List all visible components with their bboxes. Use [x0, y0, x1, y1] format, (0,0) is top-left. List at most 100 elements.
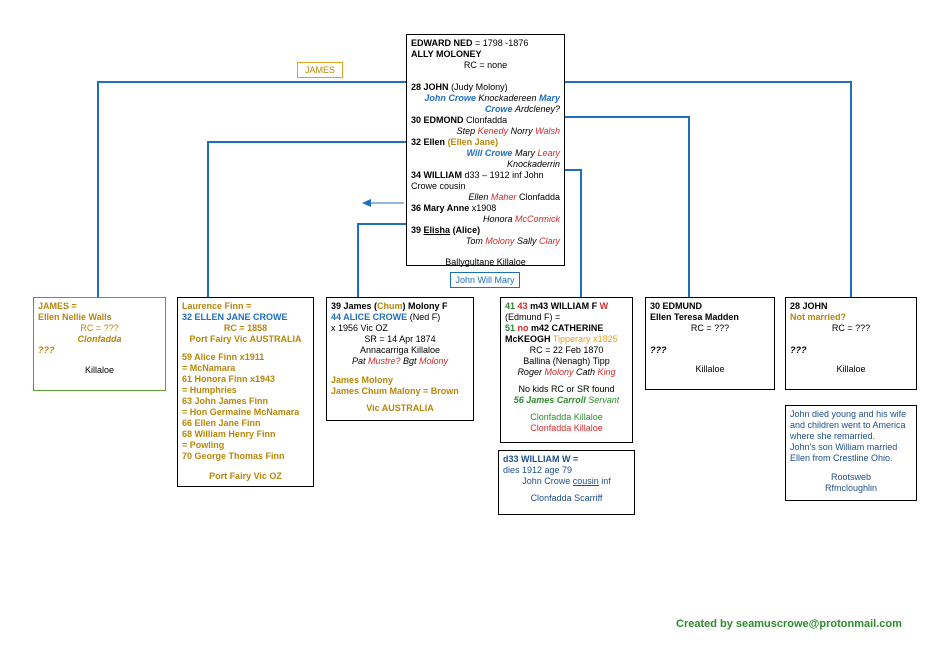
child-john-text: Knockadereen	[478, 93, 537, 103]
child-john-text: Crowe	[484, 104, 513, 114]
child-maryanne-name: Mary Anne	[423, 203, 470, 213]
child-elisha-alias: (Alice)	[452, 225, 481, 235]
james-box: JAMES = Ellen Nellie Walls RC = ??? Clon…	[33, 297, 166, 391]
finn-child: 61 Honora Finn x1943	[182, 374, 276, 384]
william-text: No kids RC or SR found	[518, 384, 615, 394]
john-unknown: ???	[790, 345, 807, 355]
molony-box: 39 James (Chum) Molony F 44 ALICE CROWE …	[326, 297, 474, 421]
edmund-wife-name: Ellen Teresa Madden	[650, 312, 739, 322]
william-text: W	[599, 301, 609, 311]
james-rc: RC = ???	[80, 323, 119, 333]
child-john-spouse: (Judy Molony)	[451, 82, 508, 92]
john-will-mary-tag: John Will Mary	[450, 272, 520, 288]
child-edmond-text: Clonfadda	[466, 115, 508, 125]
william-name: m43 WILLIAM F	[530, 301, 598, 311]
john-rc: RC = ???	[831, 323, 871, 333]
child-number: 39	[411, 225, 422, 235]
child-number: 32	[411, 137, 422, 147]
father-dates: = 1798 -1876	[475, 38, 529, 48]
child-maryanne-text: McCormick	[515, 214, 560, 224]
child-elisha-text: Molony	[485, 236, 515, 246]
finn-child: 66 Ellen Jane Finn	[182, 418, 261, 428]
child-ellen-name: Ellen	[423, 137, 446, 147]
william-text: Roger	[517, 367, 542, 377]
john-married: Not married?	[790, 312, 847, 322]
child-maryanne-text: x1908	[471, 203, 497, 213]
child-william-text: Crowe cousin	[411, 181, 466, 191]
molony-text: ) Molony F	[402, 301, 448, 311]
john-note-box: John died young and his wife and childre…	[785, 405, 917, 501]
molony-footer: Vic AUSTRALIA	[366, 403, 434, 413]
d33-death: dies 1912 age 79	[503, 465, 573, 475]
note-line: and children went to America	[790, 420, 906, 430]
child-number: 28	[411, 82, 422, 92]
d33-place: Clonfadda Scarriff	[530, 493, 603, 503]
william-text: 51	[505, 323, 516, 333]
d33-text: cousin	[572, 476, 599, 486]
william-text: (Edmund F) =	[505, 312, 561, 322]
william-text: Cath	[576, 367, 596, 377]
finn-box: Laurence Finn = 32 ELLEN JANE CROWE RC =…	[177, 297, 314, 487]
note-author: Rfmcloughlin	[824, 483, 878, 493]
william-place: Clonfadda Killaloe	[530, 412, 603, 422]
credit-text: Created by seamuscrowe@protonmail.com	[676, 618, 902, 630]
john-parish: Killaloe	[836, 364, 866, 374]
child-edmond-text: Norry	[510, 126, 533, 136]
child-elisha-text: Clary	[538, 236, 560, 246]
child-john-text: John Crowe	[424, 93, 476, 103]
child-ellen-text: Will Crowe	[466, 148, 513, 158]
child-number: 36	[411, 203, 422, 213]
molony-child: James Molony	[331, 375, 394, 385]
edmund-box: 30 EDMUND Ellen Teresa Madden RC = ??? ?…	[645, 297, 775, 390]
james-parish: Killaloe	[84, 365, 115, 375]
william-place: Clonfadda Killaloe	[530, 423, 603, 433]
william-text: King	[597, 367, 616, 377]
william-text: Servant	[588, 395, 620, 405]
child-william-text: Maher	[490, 192, 517, 202]
parents-footer: Ballygultane Killaloe	[445, 257, 526, 267]
william-text: x1825	[593, 334, 618, 344]
finn-place: Port Fairy Vic AUSTRALIA	[189, 334, 302, 344]
molony-text: Molony	[419, 356, 449, 366]
finn-husband: Laurence Finn =	[182, 301, 252, 311]
child-edmond-text: Kenedy	[477, 126, 509, 136]
parents-rc: RC = none	[463, 60, 508, 70]
finn-child: = McNamara	[182, 363, 236, 373]
william-place: Ballina (Nenagh) Tipp	[523, 356, 610, 366]
james-tag: JAMES	[297, 62, 343, 78]
d33-box: d33 WILLIAM W = dies 1912 age 79 John Cr…	[498, 450, 635, 515]
molony-text: Bgt	[403, 356, 417, 366]
child-john-name: JOHN	[423, 82, 449, 92]
james-spouse-line: JAMES =	[38, 301, 77, 311]
child-william-name: WILLIAM	[423, 170, 463, 180]
child-number: 34	[411, 170, 422, 180]
connector-edmond	[518, 116, 690, 297]
note-source: Rootsweb	[830, 472, 872, 482]
william-box: 41 43 m43 WILLIAM F W (Edmund F) = 51 no…	[500, 297, 633, 443]
child-number: 30	[411, 115, 422, 125]
father-name: EDWARD NED	[411, 38, 473, 48]
child-edmond-text: Step	[456, 126, 476, 136]
william-text: 41	[505, 301, 516, 311]
finn-child: = Humphries	[182, 385, 237, 395]
child-john-text: Mary	[538, 93, 560, 103]
child-maryanne-text: Honora	[482, 214, 513, 224]
william-text: McKEOGH	[505, 334, 551, 344]
finn-child: 63 John James Finn	[182, 396, 269, 406]
child-ellen-alias: (Ellen Jane)	[447, 137, 499, 147]
william-text: Molony	[544, 367, 574, 377]
child-ellen-text: Knockaderrin	[506, 159, 560, 169]
james-wife-name: Ellen Nellie Walls	[38, 312, 112, 322]
john-box: 28 JOHN Not married? RC = ??? ??? Killal…	[785, 297, 917, 390]
william-text: Tipperary	[552, 334, 591, 344]
molony-text: Chum	[377, 301, 403, 311]
finn-child: 59 Alice Finn x1911	[182, 352, 265, 362]
d33-text: John Crowe	[522, 476, 571, 486]
finn-footer: Port Fairy Vic OZ	[209, 471, 282, 481]
mother-name: ALLY MOLONEY	[411, 49, 482, 59]
finn-child: 70 George Thomas Finn	[182, 451, 285, 461]
molony-text: Mustre?	[367, 356, 401, 366]
finn-rc: RC = 1858	[223, 323, 268, 333]
molony-child: James Chum Malony = Brown	[331, 386, 459, 396]
finn-child: = Hon Germaine McNamara	[182, 407, 300, 417]
